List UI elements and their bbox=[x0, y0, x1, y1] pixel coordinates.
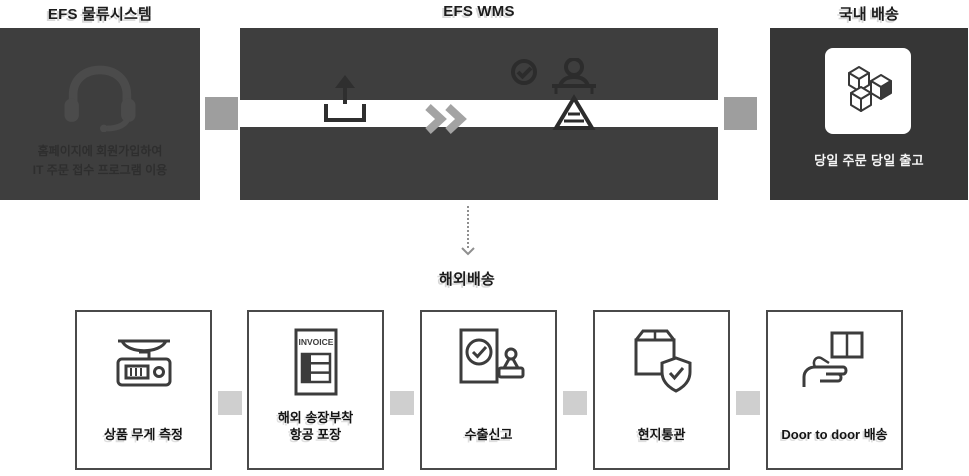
step-label: Door to door 배송 bbox=[781, 427, 888, 443]
headset-icon bbox=[52, 54, 148, 132]
wms-white-band bbox=[240, 100, 718, 127]
step-door-to-door: Door to door 배송 bbox=[766, 310, 903, 470]
chevrons-right-icon bbox=[422, 104, 474, 134]
step-export-declaration: 수출신고 bbox=[420, 310, 557, 470]
efs-logistics-box: 홈페이지에 회원가입하여 IT 주문 접수 프로그램 이용 bbox=[0, 28, 200, 200]
left-box-title: EFS 물류시스템 bbox=[47, 6, 153, 23]
customs-shield-icon bbox=[595, 326, 728, 398]
hand-box-icon bbox=[768, 326, 901, 394]
export-declaration-icon bbox=[422, 326, 555, 396]
connector-square bbox=[218, 391, 242, 415]
step-weighing: 상품 무게 측정 bbox=[75, 310, 212, 470]
step-local-customs: 현지통관 bbox=[593, 310, 730, 470]
right-box-caption: 당일 주문 당일 출고 bbox=[814, 153, 924, 168]
dotted-down-arrow bbox=[467, 206, 469, 248]
scale-icon bbox=[77, 326, 210, 394]
connector-square bbox=[736, 391, 760, 415]
efs-wms-box bbox=[240, 28, 718, 200]
right-box-title: 국내 배송 bbox=[838, 6, 900, 23]
overseas-delivery-label: 해외배송 bbox=[438, 271, 495, 288]
arrow-head-icon bbox=[460, 246, 476, 256]
invoice-icon: INVOICE bbox=[249, 326, 382, 398]
cubes-icon bbox=[837, 63, 899, 119]
step-label: 해외 송장부착 항공 포장 bbox=[277, 409, 354, 443]
left-box-description: 홈페이지에 회원가입하여 IT 주문 접수 프로그램 이용 bbox=[32, 144, 168, 177]
step-label: 수출신고 bbox=[464, 427, 513, 443]
connector-square bbox=[205, 97, 238, 130]
step-label: 상품 무게 측정 bbox=[104, 427, 183, 443]
svg-text:INVOICE: INVOICE bbox=[298, 337, 333, 347]
connector-square bbox=[390, 391, 414, 415]
connector-square bbox=[563, 391, 587, 415]
step-label: 현지통관 bbox=[637, 427, 686, 443]
cubes-tile bbox=[825, 48, 911, 134]
connector-square bbox=[724, 97, 757, 130]
domestic-delivery-box: 당일 주문 당일 출고 bbox=[770, 28, 968, 200]
center-box-title: EFS WMS bbox=[443, 3, 515, 20]
inspection-check-icon bbox=[508, 58, 612, 154]
step-invoice-packing: INVOICE 해외 송장부착 항공 포장 bbox=[247, 310, 384, 470]
upload-icon bbox=[318, 70, 372, 126]
